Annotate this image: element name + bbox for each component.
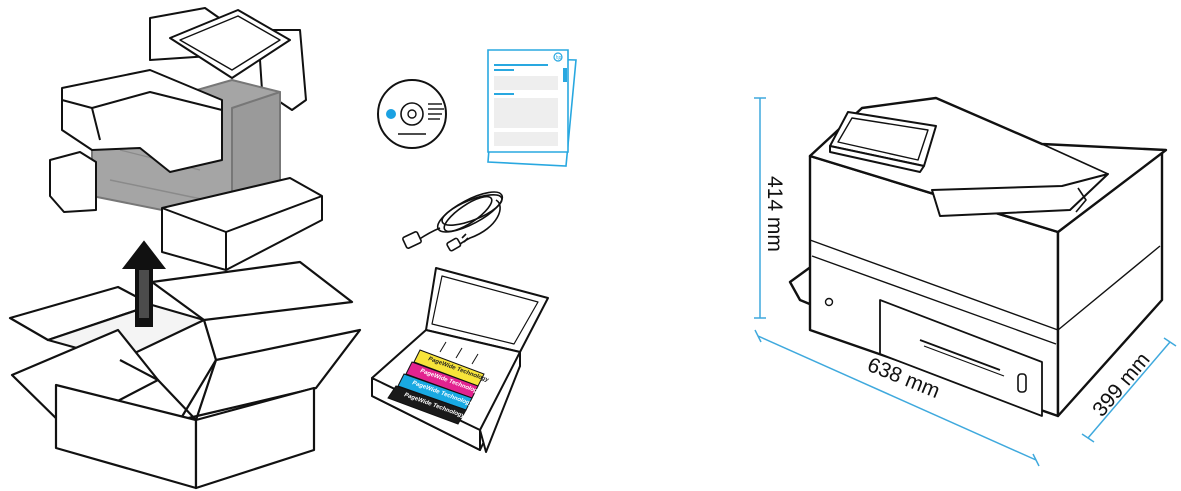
power-cord — [402, 185, 507, 252]
printed-documentation: hp — [488, 50, 576, 166]
shipping-box — [10, 262, 360, 488]
svg-text:hp: hp — [556, 55, 562, 61]
software-cd — [378, 80, 446, 148]
power-button-icon — [826, 299, 833, 306]
packed-printer — [50, 8, 322, 270]
height-dimension-label: 414 mm — [763, 176, 786, 252]
ink-cartridge-box — [372, 268, 548, 452]
hp-logo-icon: hp — [554, 53, 562, 61]
